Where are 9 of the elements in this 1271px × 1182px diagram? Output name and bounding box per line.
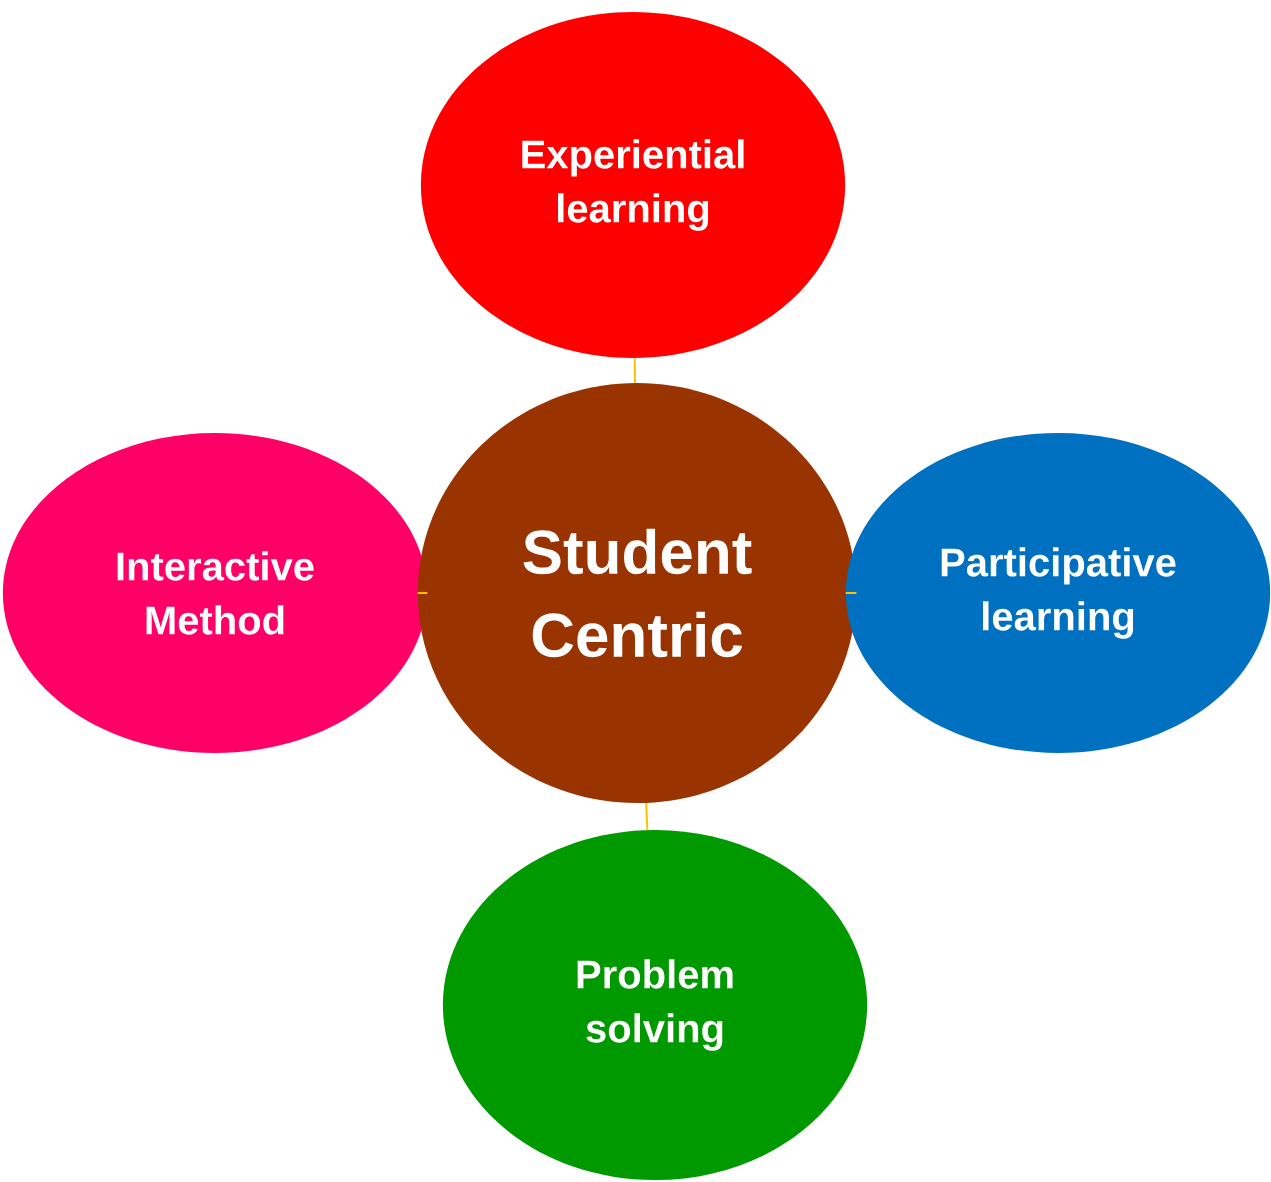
ellipse-node: Experiential learning bbox=[420, 12, 846, 358]
connector-line bbox=[416, 592, 429, 594]
ellipse-node: Interactive Method bbox=[2, 433, 428, 753]
connector-line bbox=[645, 802, 649, 831]
ellipse-node: Participative learning bbox=[845, 433, 1271, 753]
connector-line bbox=[633, 357, 636, 384]
connector-line bbox=[844, 592, 858, 594]
ellipse-node: Student Centric bbox=[417, 383, 857, 803]
ellipse-node: Problem solving bbox=[442, 830, 868, 1180]
